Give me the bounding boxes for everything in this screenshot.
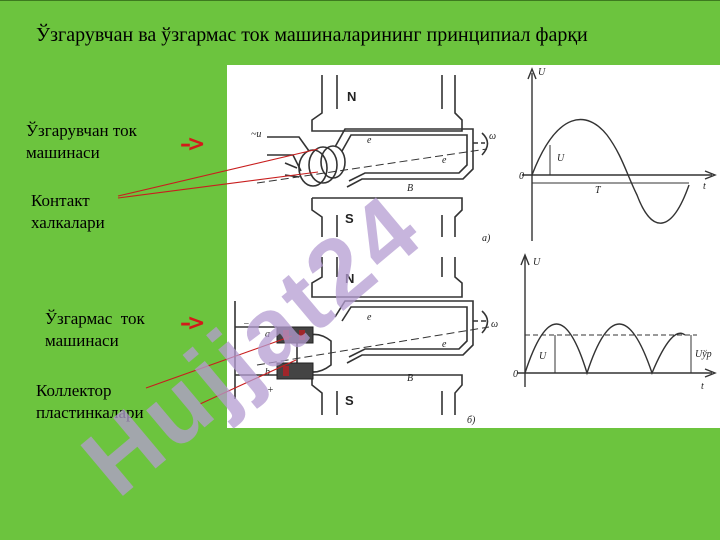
- emf-label-1: e: [367, 135, 372, 146]
- emf-label-3: e: [367, 312, 372, 323]
- u-axis-bottom: U: [533, 257, 541, 268]
- omega-label-top: ω: [489, 131, 496, 142]
- t-axis-top: t: [703, 181, 706, 192]
- south-label-bottom: S: [345, 393, 354, 408]
- north-label-top: N: [347, 89, 356, 104]
- emf-label-4: e: [442, 339, 447, 350]
- ac-input-label: ~u: [251, 129, 261, 140]
- ac-sine-curve: [531, 118, 690, 224]
- t-axis-bottom: t: [701, 381, 704, 392]
- dc-machine-label: Ўзгармас ток машинаси: [45, 309, 145, 350]
- arrow-ac-icon: –>: [180, 132, 206, 157]
- arrow-dc-icon: –>: [180, 311, 206, 336]
- omega-label-bottom: ω: [491, 319, 498, 330]
- origin-top: 0: [519, 171, 524, 182]
- top-border: [0, 0, 720, 1]
- plus-terminal: +: [267, 385, 274, 396]
- brush-bottom: [276, 362, 314, 380]
- slide-title: Ўзгарувчан ва ўзгармас ток машиналаринин…: [36, 24, 588, 46]
- u-average-label: Uўр: [695, 349, 712, 360]
- north-pole-top: [311, 75, 463, 132]
- period-label: T: [595, 185, 602, 196]
- south-pole-bottom: [311, 374, 463, 415]
- commutator-plates-label: Коллектор пластинкалари: [36, 381, 144, 422]
- brush-b-label: b: [265, 367, 270, 378]
- armature-coil-top: [334, 128, 474, 188]
- contact-rings-label: Контакт халкалари: [31, 191, 105, 232]
- u-value-bottom: U: [539, 351, 547, 362]
- north-label-bottom: N: [345, 271, 354, 286]
- fig-a-caption: a): [482, 233, 491, 244]
- brush-label-bottom: B: [407, 373, 413, 384]
- u-value-top: U: [557, 153, 565, 164]
- machines-diagram: N S N S e e e e ω ω B B ~u a b − + a) б)…: [227, 65, 720, 428]
- south-label-top: S: [345, 211, 354, 226]
- dc-rectified-curve: [524, 323, 686, 376]
- brush-top: [276, 326, 314, 344]
- brush-label-top: B: [407, 183, 413, 194]
- north-pole-bottom: [311, 257, 463, 298]
- ac-machine-label: Ўзгарувчан ток машинаси: [26, 121, 137, 162]
- origin-bottom: 0: [513, 369, 518, 380]
- south-pole-top: [311, 197, 463, 237]
- fig-b-caption: б): [467, 415, 476, 426]
- u-axis-top: U: [538, 67, 546, 78]
- brush-a-label: a: [265, 329, 270, 340]
- emf-label-2: e: [442, 155, 447, 166]
- armature-coil-bottom: [334, 300, 474, 364]
- minus-terminal: −: [243, 319, 250, 330]
